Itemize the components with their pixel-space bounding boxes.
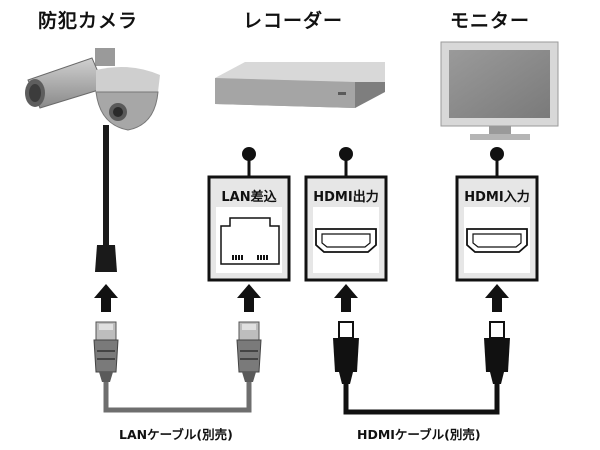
recorder-hdmi-out-label: HDMI出力 [313, 190, 379, 205]
port-leaders [242, 147, 504, 178]
lan-cable [93, 321, 262, 413]
hdmi-out-port-panel [304, 175, 388, 282]
camera-cable [103, 125, 109, 245]
hdmi-in-port-panel [455, 175, 539, 282]
recorder-icon [215, 62, 385, 108]
monitor-title: モニター [450, 10, 531, 32]
lan-cable-label: LANケーブル(別売) [119, 427, 233, 442]
monitor-hdmi-in-label: HDMI入力 [464, 190, 530, 205]
recorder-title: レコーダー [243, 10, 344, 32]
hdmi-cable-label: HDMIケーブル(別売) [357, 427, 481, 442]
camera-title: 防犯カメラ [38, 10, 139, 32]
monitor-icon [440, 41, 559, 140]
recorder-lan-port-label: LAN差込 [221, 190, 277, 205]
security-camera-icon [25, 48, 160, 131]
hdmi-plug-icon [333, 321, 359, 384]
hdmi-cable [333, 321, 510, 415]
arrow-up-icons [94, 284, 509, 312]
camera-lan-jack [95, 245, 117, 272]
lan-port-panel [207, 175, 291, 282]
rj45-plug-icon [93, 321, 119, 382]
arrow-up-icon [334, 284, 358, 312]
hdmi-plug-icon [484, 321, 510, 384]
arrow-up-icon [485, 284, 509, 312]
arrow-up-icon [237, 284, 261, 312]
rj45-plug-icon [236, 321, 262, 382]
arrow-up-icon [94, 284, 118, 312]
